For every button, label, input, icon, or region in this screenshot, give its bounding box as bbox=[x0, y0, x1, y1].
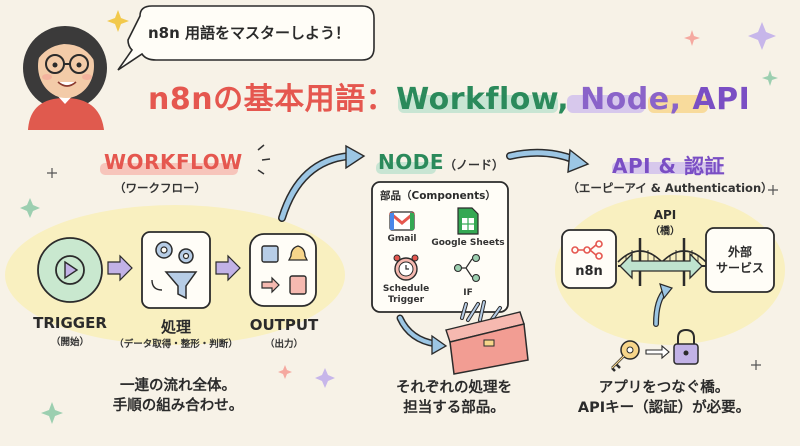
trigger-label: TRIGGER bbox=[33, 314, 107, 332]
component-if-label: IF bbox=[463, 288, 473, 298]
bridge-label: API bbox=[653, 208, 677, 222]
title-node: Node, bbox=[580, 82, 682, 117]
branch-arrow-icon bbox=[151, 279, 163, 291]
trigger-sublabel: （開始） bbox=[50, 337, 90, 348]
page-title: n8nの基本用語：Workflow, Node, API bbox=[148, 74, 750, 118]
toolbox-icon bbox=[445, 300, 529, 375]
flow-arrow-icon bbox=[215, 254, 241, 282]
sparkle-icon bbox=[278, 30, 700, 379]
node-title: NODE（ノード） bbox=[378, 150, 504, 174]
api-title: API & 認証 bbox=[612, 154, 725, 178]
branch-icon bbox=[453, 253, 481, 283]
send-arrow-icon bbox=[261, 276, 280, 294]
component-schedule-label: Schedule Trigger bbox=[382, 284, 430, 305]
component-sheets-label: Google Sheets bbox=[431, 238, 505, 248]
components-title: 部品（Components） bbox=[380, 190, 496, 202]
sparkle-icon bbox=[315, 22, 776, 388]
n8n-logo-icon bbox=[571, 240, 603, 260]
sheets-icon bbox=[457, 207, 479, 235]
curved-arrow-head-icon bbox=[345, 144, 366, 170]
workflow-desc-line2: 手順の組み合わせ。 bbox=[112, 398, 244, 414]
title-prefix: n8nの基本用語： bbox=[148, 82, 397, 117]
save-icon bbox=[261, 245, 279, 263]
node-section-highlight bbox=[376, 162, 436, 174]
curved-arrow-head-icon bbox=[567, 148, 590, 174]
component-gmail-label: Gmail bbox=[387, 234, 417, 244]
bridge-sublabel: （橋） bbox=[650, 226, 680, 237]
output-label: OUTPUT bbox=[249, 316, 319, 334]
sparkle-icon bbox=[20, 70, 778, 424]
node-title-main: NODE bbox=[378, 150, 445, 174]
api-description: アプリをつなぐ橋。 APIキー（認証）が必要。 bbox=[578, 378, 750, 418]
node-desc-line2: 担当する部品。 bbox=[403, 400, 505, 416]
api-subtitle: （エーピーアイ & Authentication） bbox=[567, 181, 773, 195]
output-box bbox=[249, 233, 317, 307]
gmail-icon bbox=[389, 211, 415, 231]
key-icon bbox=[611, 340, 640, 372]
bell-icon bbox=[287, 245, 309, 261]
external-service-label: 外部 サービス bbox=[716, 244, 764, 276]
sparkle-icon bbox=[47, 168, 778, 370]
emphasis-marks bbox=[257, 144, 271, 175]
process-label: 処理 bbox=[160, 318, 192, 336]
title-api: API bbox=[692, 82, 751, 117]
node-desc-line1: それぞれの処理を bbox=[396, 380, 512, 396]
export-icon bbox=[289, 275, 307, 295]
workflow-title: WORKFLOW bbox=[104, 150, 243, 174]
workflow-description: 一連の流れ全体。 手順の組み合わせ。 bbox=[113, 376, 244, 416]
api-desc-line2: APIキー（認証）が必要。 bbox=[577, 400, 751, 416]
workflow-desc-line1: 一連の流れ全体。 bbox=[120, 378, 236, 394]
external-line1: 外部 bbox=[727, 245, 753, 259]
title-workflow: Workflow, bbox=[396, 82, 570, 117]
workflow-section-highlight bbox=[100, 163, 238, 175]
api-title-highlight bbox=[648, 95, 708, 113]
lock-icon bbox=[673, 328, 699, 365]
sparkle-icon bbox=[107, 10, 129, 32]
flow-arrow-icon bbox=[107, 254, 133, 282]
api-desc-line1: アプリをつなぐ橋。 bbox=[598, 380, 730, 396]
speech-bubble bbox=[117, 5, 375, 71]
alarm-clock-icon bbox=[393, 254, 419, 281]
play-icon bbox=[64, 260, 79, 280]
bidirectional-arrow-icon bbox=[619, 252, 703, 280]
api-section-highlight bbox=[612, 162, 722, 174]
arrow-right-icon bbox=[645, 344, 670, 360]
node-description: それぞれの処理を 担当する部品。 bbox=[396, 378, 512, 418]
curved-arrow-head-icon bbox=[659, 283, 674, 300]
filter-icon bbox=[164, 271, 198, 300]
node-title-highlight bbox=[567, 95, 645, 113]
process-sublabel: （データ取得・整形・判断） bbox=[114, 339, 238, 350]
n8n-box bbox=[561, 229, 617, 289]
external-line2: サービス bbox=[715, 261, 765, 275]
curved-arrow-head-icon bbox=[431, 334, 448, 356]
workflow-title-highlight bbox=[398, 95, 558, 113]
process-box bbox=[141, 231, 211, 309]
speech-bubble-text: n8n 用語をマスターしよう！ bbox=[148, 24, 351, 42]
n8n-label: n8n bbox=[575, 264, 603, 279]
output-sublabel: （出力） bbox=[264, 339, 304, 350]
avatar bbox=[23, 26, 107, 130]
external-service-box bbox=[705, 227, 775, 293]
play-icon bbox=[55, 255, 85, 285]
curved-arrow-icon bbox=[279, 153, 353, 221]
gear-icon bbox=[155, 241, 194, 264]
workflow-subtitle: （ワークフロー） bbox=[114, 181, 206, 195]
node-title-suffix: （ノード） bbox=[444, 158, 505, 172]
